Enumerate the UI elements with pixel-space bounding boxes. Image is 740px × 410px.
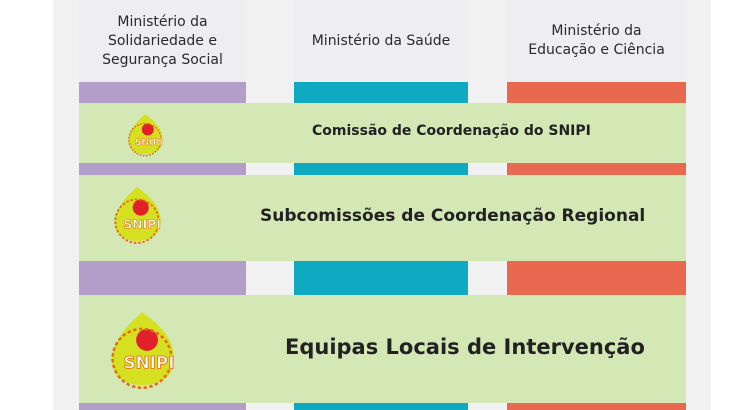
ministry-header-solidariedade: Ministério da Solidariedade e Segurança … bbox=[79, 0, 246, 82]
band-equipas: Equipas Locais de Intervenção bbox=[79, 295, 686, 403]
band-comissao: Comissão de Coordenação do SNIPI bbox=[79, 103, 686, 163]
snipi-logo-icon: SNIPI bbox=[128, 114, 163, 157]
band-label-comissao: Comissão de Coordenação do SNIPI bbox=[312, 123, 591, 139]
svg-text:SNIPI: SNIPI bbox=[123, 217, 161, 232]
ministry-header-saude: Ministério da Saúde bbox=[294, 0, 468, 82]
ministry-header-educacao: Ministério da Educação e Ciência bbox=[507, 0, 686, 82]
band-subcomissoes: Subcomissões de Coordenação Regional bbox=[79, 175, 686, 261]
svg-text:SNIPI: SNIPI bbox=[135, 137, 163, 148]
band-label-subcomissoes: Subcomissões de Coordenação Regional bbox=[260, 206, 646, 226]
band-label-equipas: Equipas Locais de Intervenção bbox=[285, 335, 645, 359]
snipi-logo-icon: SNIPI bbox=[114, 187, 161, 244]
svg-text:SNIPI: SNIPI bbox=[124, 352, 175, 372]
snipi-logo-icon: SNIPI bbox=[111, 312, 175, 390]
